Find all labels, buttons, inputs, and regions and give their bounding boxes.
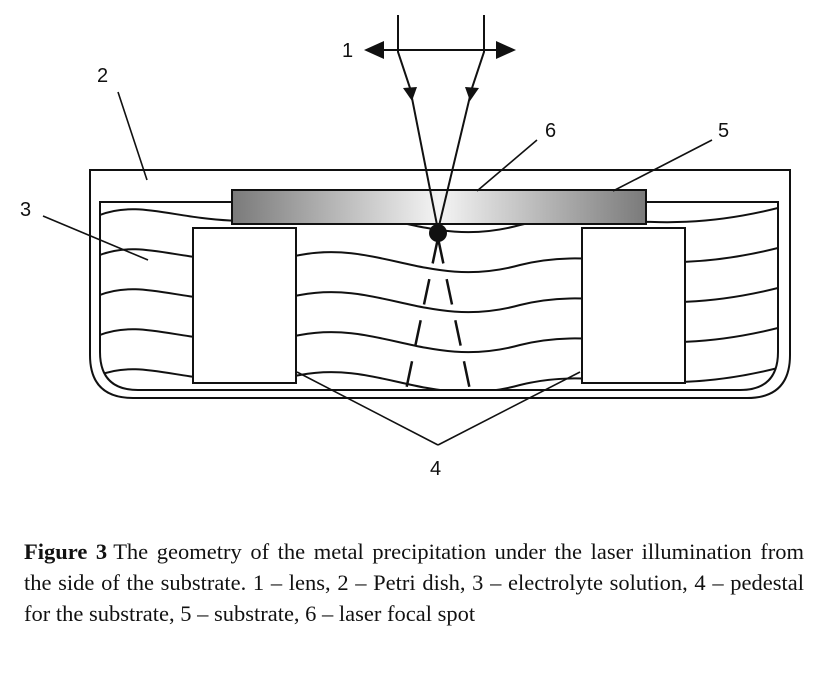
substrate xyxy=(231,189,647,225)
focal-spot xyxy=(429,224,447,242)
beam-arrowhead-right xyxy=(465,87,479,101)
laser-beam xyxy=(397,15,485,231)
label-electrolyte: 3 xyxy=(20,199,31,221)
petri-dish-outer xyxy=(89,169,791,399)
label-substrate: 5 xyxy=(718,120,729,142)
label-lens: 1 xyxy=(342,40,353,62)
electrolyte-waves xyxy=(100,207,778,390)
figure-label: Figure 3 xyxy=(24,539,108,564)
label-focal-spot: 6 xyxy=(545,120,556,142)
caption-text: The geometry of the metal precipitation … xyxy=(24,539,804,626)
label-petri-dish: 2 xyxy=(97,65,108,87)
beam-arrowhead-left xyxy=(403,87,417,101)
leader-lines xyxy=(42,91,713,446)
pedestal-left xyxy=(192,227,297,384)
lens-arrow xyxy=(364,41,516,59)
geometry-diagram: 1 2 3 6 5 4 xyxy=(20,15,791,480)
petri-dish-inner xyxy=(99,201,779,391)
beam-dashed xyxy=(404,237,472,391)
lens-arrowhead-left xyxy=(364,41,384,59)
pedestal-right xyxy=(581,227,686,384)
label-pedestal: 4 xyxy=(430,458,441,480)
lens-arrowhead-right xyxy=(496,41,516,59)
